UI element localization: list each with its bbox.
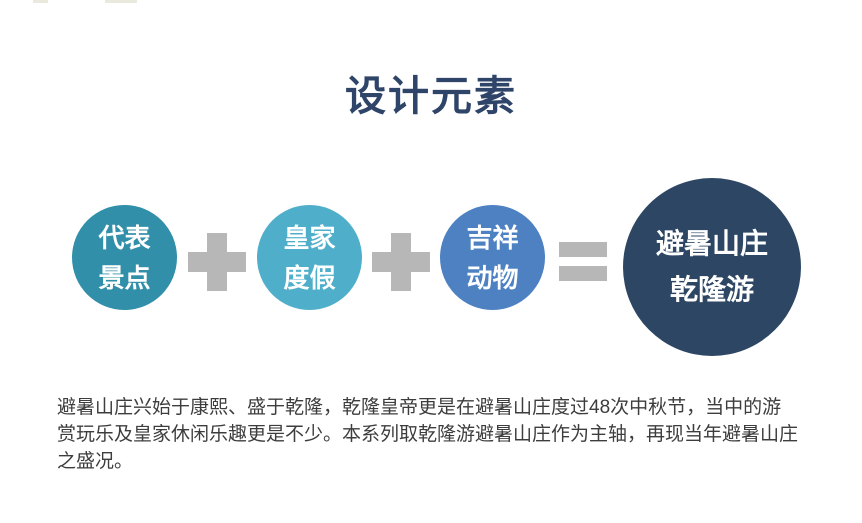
paragraph-line: 赏玩乐及皇家休闲乐趣更是不少。本系列取乾隆游避暑山庄作为主轴，再现当年避暑山庄: [57, 424, 799, 445]
cropped-content-artifact: [33, 0, 48, 3]
circle-label-line: 避暑山庄: [655, 228, 768, 259]
circle-auspicious-animals: 吉祥 动物: [440, 205, 545, 310]
equals-bottom-bar: [559, 266, 607, 281]
circle-royal-vacation: 皇家 度假: [257, 205, 362, 310]
equals-top-bar: [559, 242, 607, 257]
equals-icon: [559, 242, 607, 281]
circle-label-line: 度假: [283, 262, 336, 293]
paragraph-line: 避暑山庄兴始于康熙、盛于乾隆，乾隆皇帝更是在避暑山庄度过48次中秋节，当中的游: [57, 397, 782, 418]
plus-icon: [372, 233, 430, 291]
circle-label-line: 皇家: [283, 222, 336, 253]
circle-result-summer-resort-qianlong-tour: 避暑山庄 乾隆游: [623, 178, 801, 356]
cropped-content-artifact: [105, 0, 137, 3]
plus-vertical-bar: [391, 233, 411, 291]
circle-representative-attractions: 代表 景点: [72, 205, 177, 310]
circle-label-line: 乾隆游: [669, 274, 754, 305]
paragraph-line: 之盛况。: [57, 451, 134, 472]
description-paragraph: 避暑山庄兴始于康熙、盛于乾隆，乾隆皇帝更是在避暑山庄度过48次中秋节，当中的游 …: [57, 394, 827, 475]
circle-label-line: 动物: [466, 262, 519, 293]
plus-vertical-bar: [207, 233, 227, 291]
circle-label-line: 吉祥: [466, 222, 519, 253]
circle-label-line: 代表: [98, 222, 151, 253]
plus-icon: [188, 233, 246, 291]
page-title: 设计元素: [345, 73, 517, 119]
circle-label-line: 景点: [98, 262, 151, 293]
